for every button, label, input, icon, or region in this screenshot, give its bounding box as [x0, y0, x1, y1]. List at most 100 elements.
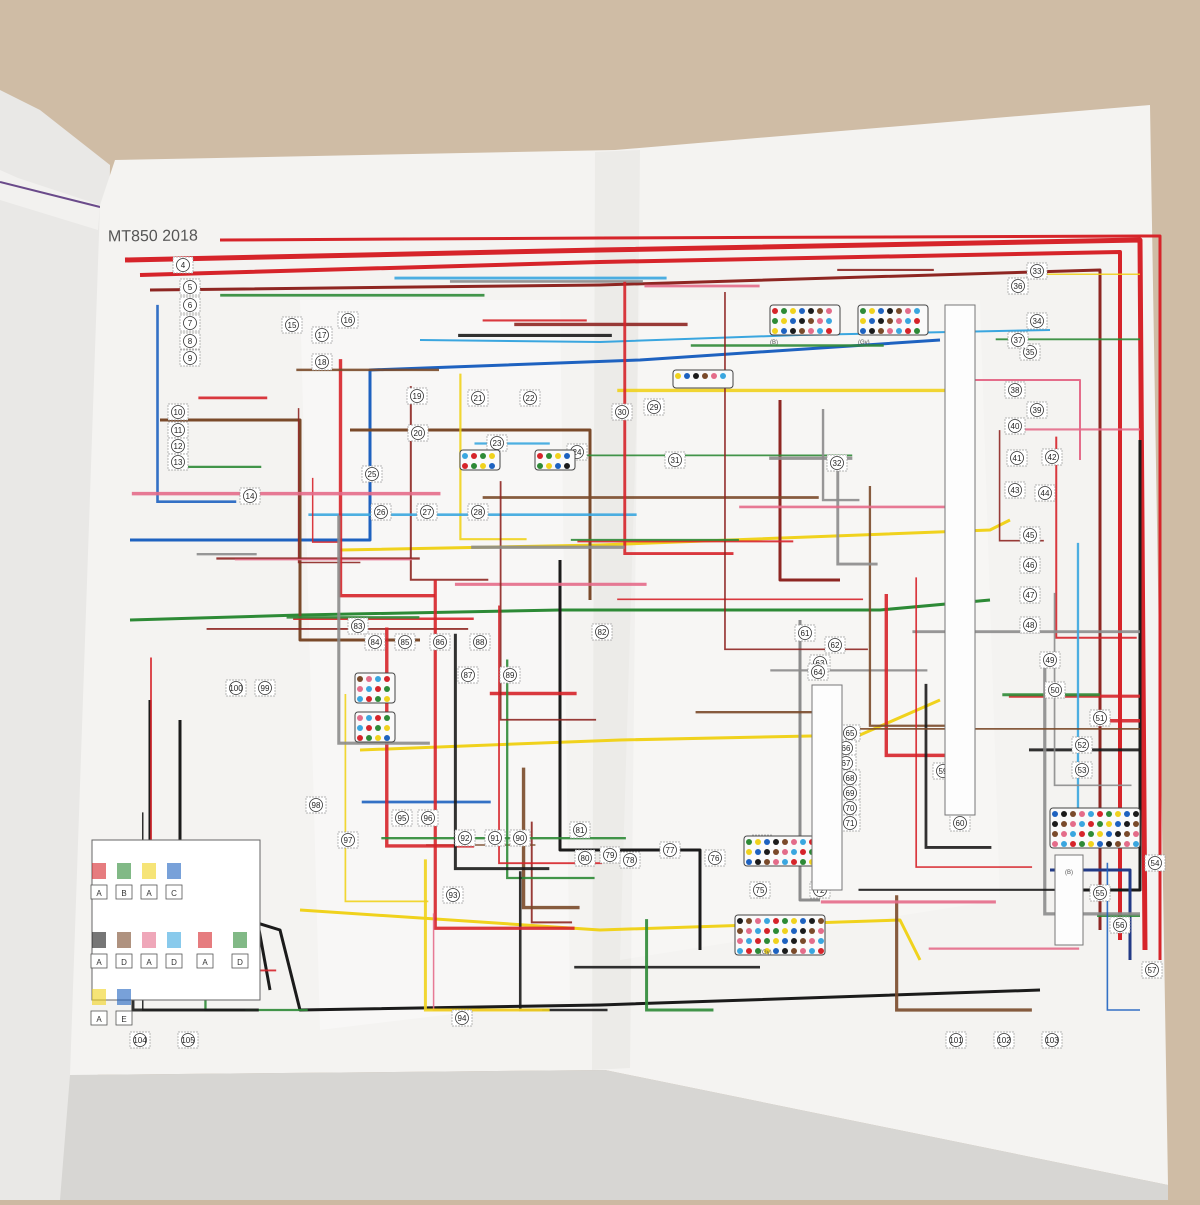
component-number: 96 [424, 814, 433, 823]
component-circle-81 [573, 823, 587, 837]
component-85: 85 [394, 633, 416, 651]
component-number: 45 [1026, 531, 1035, 540]
component-circle-76 [708, 851, 722, 865]
component-circle-32 [830, 456, 844, 470]
component-5: 5 [179, 278, 201, 296]
component-17: 17 [311, 326, 333, 344]
connector-pin [914, 308, 920, 314]
wire-branch-32 [498, 605, 603, 865]
connector-pin [764, 918, 770, 924]
connector-pin [887, 308, 893, 314]
connector-pin [773, 849, 779, 855]
connector-pin [773, 839, 779, 845]
connector-pin [781, 308, 787, 314]
legend-cell [115, 884, 133, 900]
legend-cell [115, 1010, 133, 1026]
component-number: 44 [1041, 489, 1050, 498]
legend-cell [165, 884, 183, 900]
component-10: 10 [167, 403, 189, 421]
connector-pin [1088, 841, 1094, 847]
component-number: 28 [474, 508, 483, 517]
component-number: 46 [1026, 561, 1035, 570]
component-95: 95 [391, 809, 413, 827]
connector-pin [755, 948, 761, 954]
component-number: 76 [711, 854, 720, 863]
vertical-module-center [811, 684, 843, 891]
connector-pin [357, 735, 363, 741]
connector-pin [914, 318, 920, 324]
component-64: 64 [807, 663, 829, 681]
component-circle-71 [843, 816, 857, 830]
connector-body [734, 914, 826, 956]
legend-connector-icon [92, 932, 106, 948]
connector-pin [1124, 811, 1130, 817]
connector-pin [737, 918, 743, 924]
component-13: 13 [167, 453, 189, 471]
connector-pin [1061, 821, 1067, 827]
connector-pin [746, 948, 752, 954]
wire-branch-51 [1106, 862, 1140, 1011]
connector-pin [799, 328, 805, 334]
component-number: 86 [436, 638, 445, 647]
component-number: 36 [1014, 282, 1023, 291]
component-23: 23 [486, 434, 508, 452]
component-number: 94 [458, 1014, 467, 1023]
component-51: 51 [1089, 709, 1111, 727]
component-105: 105 [177, 1031, 199, 1049]
connector-body [1049, 807, 1141, 849]
connector-pin [817, 318, 823, 324]
component-circle-64 [811, 665, 825, 679]
legend-connector-icon [142, 863, 156, 879]
component-circle-70 [843, 801, 857, 815]
connector-pin [800, 849, 806, 855]
connector-pin [1124, 841, 1130, 847]
component-number: 48 [1026, 621, 1035, 630]
component-circle-12 [171, 439, 185, 453]
connector-pin [826, 318, 832, 324]
component-circle-39 [1030, 403, 1044, 417]
component-number: 95 [398, 814, 407, 823]
connector-pin [808, 308, 814, 314]
component-7: 7 [179, 314, 201, 332]
component-circle-49 [1043, 653, 1057, 667]
legend-connector-icon [198, 932, 212, 948]
component-number: 52 [1078, 741, 1087, 750]
booklet-bottom-edge [60, 1070, 1168, 1200]
component-number: 43 [1011, 486, 1020, 495]
component-number: 90 [516, 834, 525, 843]
connector-pin [799, 318, 805, 324]
connector-pin [1106, 831, 1112, 837]
component-number: 6 [188, 301, 193, 310]
component-number: 38 [1011, 386, 1020, 395]
component-number: 14 [246, 492, 255, 501]
legend-label: D [237, 958, 243, 967]
component-57: 57 [1141, 961, 1163, 979]
component-number: 63 [816, 659, 825, 668]
component-circle-84 [368, 635, 382, 649]
wire-branch-79 [623, 281, 734, 555]
component-number: 104 [133, 1036, 147, 1045]
connector-pin [462, 453, 468, 459]
connector-pin [878, 308, 884, 314]
wire-branch-7 [1055, 436, 1137, 639]
wire-branch-55 [433, 580, 575, 930]
component-50: 50 [1044, 681, 1066, 699]
wire-3 [219, 234, 1162, 960]
connector-pin [1079, 841, 1085, 847]
connector-pin [1088, 831, 1094, 837]
component-36: 36 [1007, 277, 1029, 295]
component-number: 87 [464, 671, 473, 680]
component-87: 87 [457, 666, 479, 684]
component-number: 54 [1151, 859, 1160, 868]
connector-pin [860, 318, 866, 324]
connector-pin [737, 928, 743, 934]
component-21: 21 [467, 389, 489, 407]
connector-pin [791, 938, 797, 944]
connector-pin [702, 373, 708, 379]
connector-pin [791, 948, 797, 954]
component-number: 23 [493, 439, 502, 448]
component-97: 97 [337, 831, 359, 849]
connector-pin [878, 328, 884, 334]
component-circle-51 [1093, 711, 1107, 725]
